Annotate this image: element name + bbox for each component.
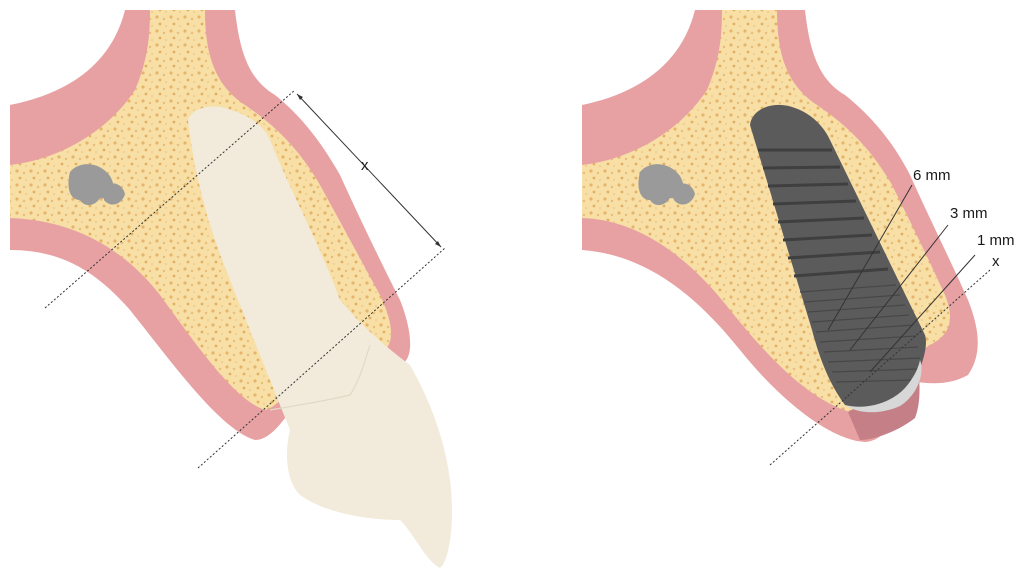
label-6mm: 6 mm xyxy=(913,167,951,184)
label-x: x xyxy=(992,253,1000,270)
label-1mm: 1 mm xyxy=(977,232,1015,249)
left-panel: x xyxy=(10,10,452,568)
dimension-label-left: x xyxy=(361,157,369,174)
right-panel: 6 mm 3 mm 1 mm x xyxy=(582,10,1015,465)
label-3mm: 3 mm xyxy=(950,205,988,222)
